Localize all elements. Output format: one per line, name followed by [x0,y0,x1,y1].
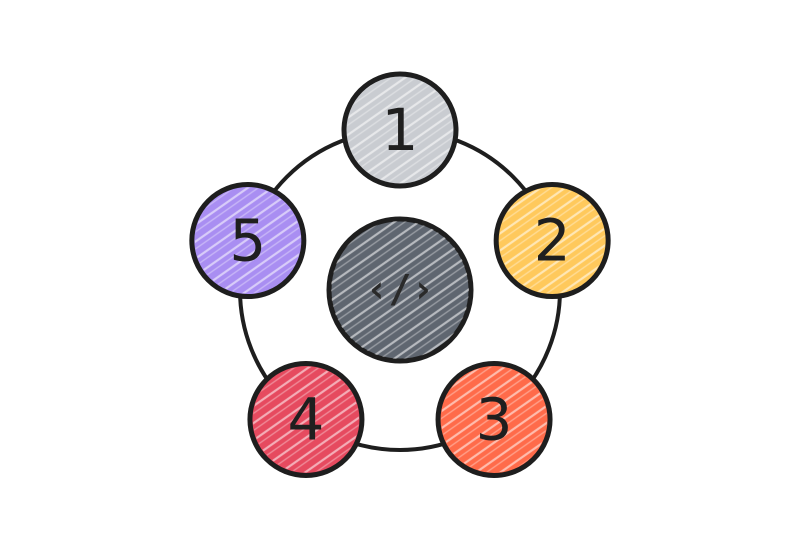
node-3-hatch [441,366,548,473]
node-4: 4 [247,360,365,478]
node-5-hatch [194,187,301,294]
node-2-hatch [499,187,606,294]
node-3-label: 3 [476,385,513,453]
node-1-label: 1 [382,96,419,164]
node-4-label: 4 [288,385,325,453]
center-node-hatch [331,221,469,359]
code-icon: ‹/› [366,267,435,311]
center-node: ‹/› [326,216,474,364]
node-2: 2 [493,182,611,300]
node-1: 1 [341,71,459,189]
nodes-layer: 1 2 3 4 5 [189,71,611,478]
node-3: 3 [435,360,553,478]
node-5-label: 5 [229,207,266,275]
node-1-hatch [347,77,453,183]
node-2-label: 2 [534,207,571,275]
node-5: 5 [189,182,307,300]
node-4-hatch [252,366,359,473]
